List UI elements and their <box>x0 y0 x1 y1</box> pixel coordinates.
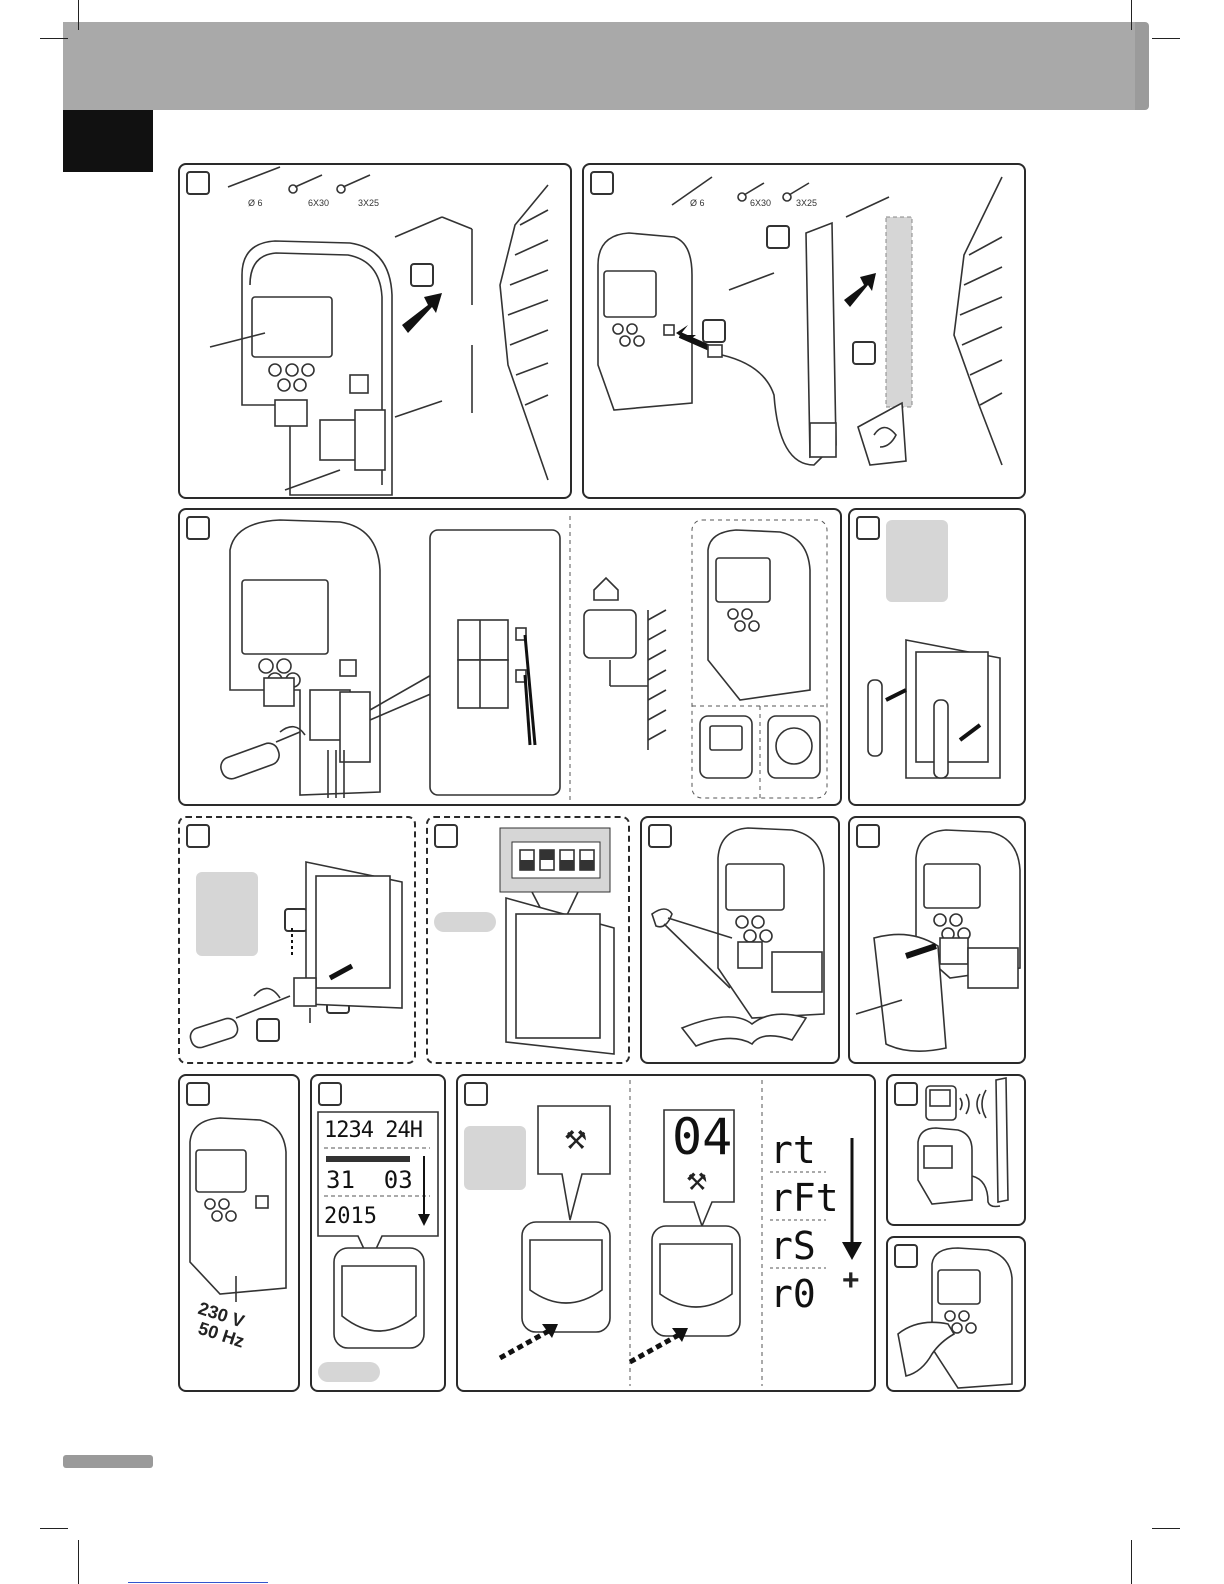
menu-code-r0: r0 <box>770 1272 816 1316</box>
panel-install-mode: ⚒ 04 ⚒ rt rFt rS r0 + <box>456 1074 876 1392</box>
plug-size-label: 6X30 <box>308 198 329 208</box>
wireless-drawing <box>888 1076 1024 1224</box>
crop-mark <box>1131 0 1132 30</box>
menu-code-rft: rFt <box>770 1176 839 1220</box>
panel-wiring <box>178 508 842 806</box>
cable-drawing <box>584 165 1024 497</box>
panel-dip-switch <box>426 816 630 1064</box>
wiring-drawing <box>180 510 840 804</box>
grey-info-block <box>318 1362 380 1382</box>
substep-box <box>852 341 876 365</box>
lcd-date-row: 31 03 <box>326 1166 413 1194</box>
panel-wireless-link <box>886 1074 1026 1226</box>
footer-link-underline <box>128 1582 268 1583</box>
panel-power: 230 V 50 Hz <box>178 1074 300 1392</box>
connector-drawing <box>180 818 414 1062</box>
screw-size-label: 3X25 <box>358 198 379 208</box>
crop-mark <box>78 0 79 30</box>
battery-drawing <box>850 510 1024 804</box>
manual-drawing <box>642 818 838 1062</box>
plus-sign: + <box>842 1264 860 1298</box>
plug-size-label: 6X30 <box>750 198 771 208</box>
panel-wiring-manual <box>640 816 840 1064</box>
tools-icon: ⚒ <box>564 1126 587 1156</box>
language-tab <box>63 110 153 172</box>
panel-connector <box>178 816 416 1064</box>
panel-date-time: 1234 24H 31 03 2015 <box>310 1074 446 1392</box>
confirm-drawing <box>888 1238 1024 1390</box>
screw-size-label: 3X25 <box>796 198 817 208</box>
header-band-edge <box>1135 22 1149 110</box>
lcd-time-row: 1234 24H <box>324 1118 422 1143</box>
crop-mark <box>1131 1540 1132 1584</box>
footer-bar <box>63 1455 153 1468</box>
menu-code-rs: rS <box>770 1224 816 1268</box>
crop-mark <box>40 38 68 39</box>
drill-size-label: Ø 6 <box>248 198 263 208</box>
lcd-code-value: 04 <box>672 1108 732 1166</box>
crop-mark <box>40 1528 68 1529</box>
panel-cover <box>848 816 1026 1064</box>
panel-battery <box>848 508 1026 806</box>
cover-drawing <box>850 818 1024 1062</box>
crop-mark <box>1152 38 1180 39</box>
menu-code-rt: rt <box>770 1128 816 1172</box>
substep-box <box>410 263 434 287</box>
drill-size-label: Ø 6 <box>690 198 705 208</box>
panel-confirm-button <box>886 1236 1026 1392</box>
panel-cable-mounting: Ø 6 6X30 3X25 <box>582 163 1026 499</box>
substep-box <box>702 319 726 343</box>
crop-mark <box>1152 1528 1180 1529</box>
lcd-year-row: 2015 <box>324 1204 377 1229</box>
panel-wall-mounting: Ø 6 6X30 3X25 <box>178 163 572 499</box>
crop-mark <box>78 1540 79 1584</box>
tools-icon: ⚒ <box>686 1168 708 1196</box>
dip-switch-drawing <box>428 818 628 1062</box>
header-band <box>63 22 1135 110</box>
substep-box <box>766 225 790 249</box>
mounting-drawing <box>180 165 570 497</box>
